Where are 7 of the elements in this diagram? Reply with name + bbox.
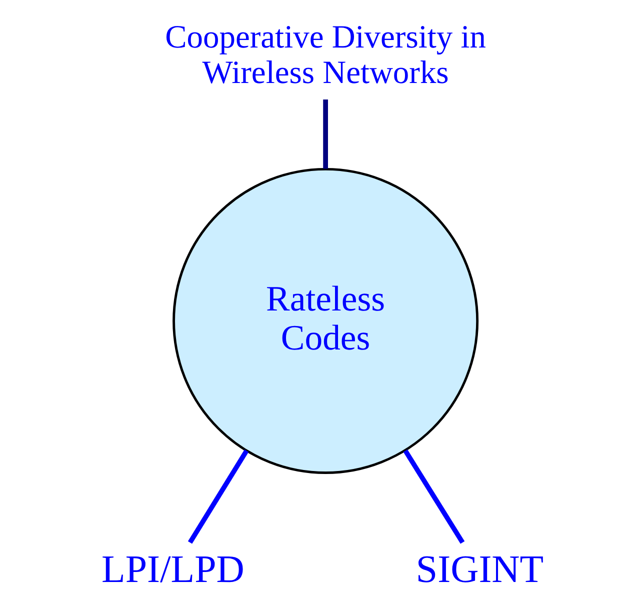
connector	[402, 449, 464, 544]
node-text: SIGINT	[415, 548, 544, 591]
connector	[187, 449, 248, 544]
node-circle: Rateless Codes	[172, 168, 478, 474]
node-text: Cooperative Diversity in Wireless Networks	[164, 19, 486, 92]
connector	[322, 100, 328, 169]
node-text: LPI/LPD	[101, 548, 244, 591]
